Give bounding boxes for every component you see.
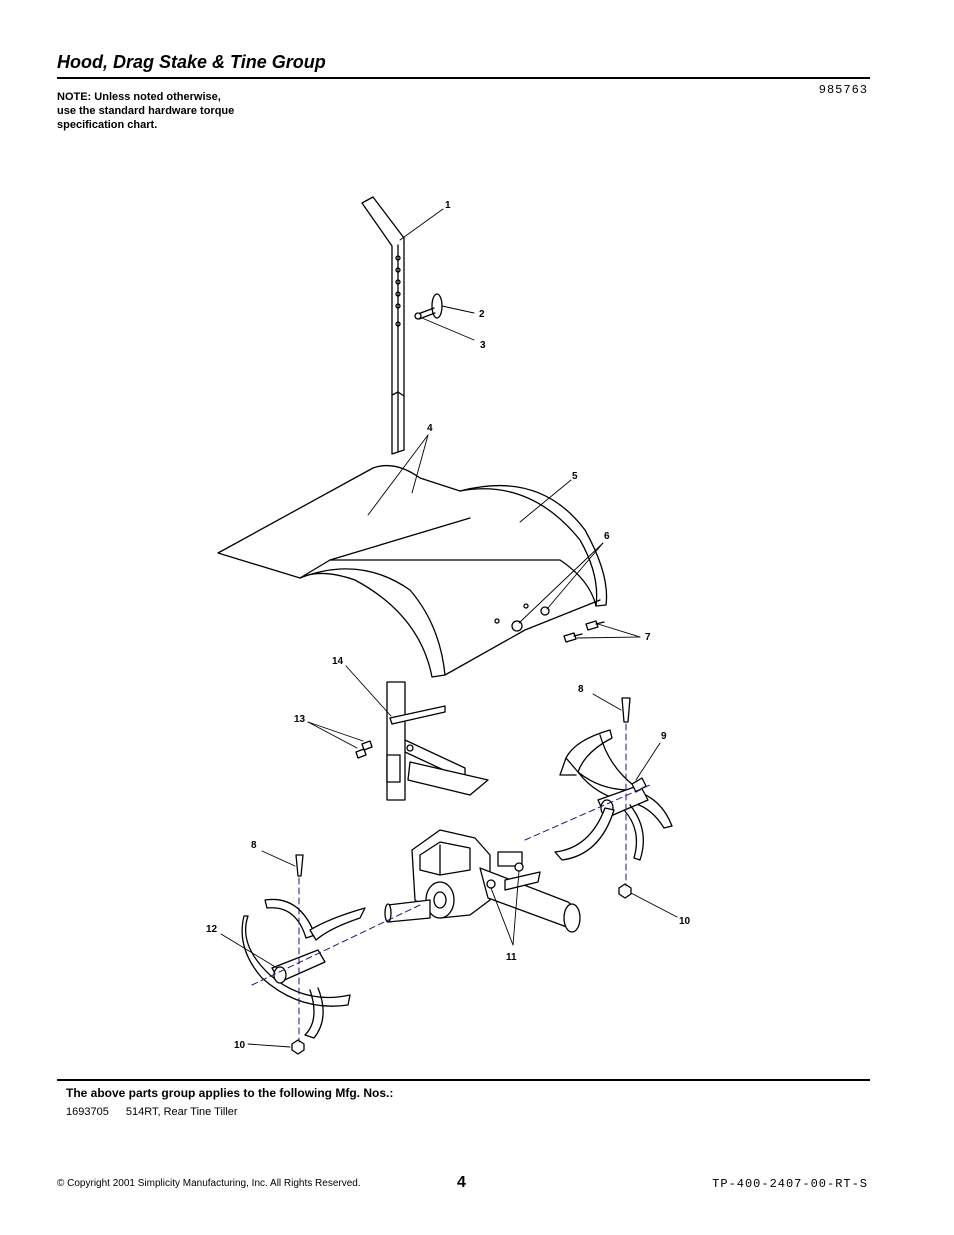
callout-8-left: 8 xyxy=(251,840,257,851)
drag-stake xyxy=(361,196,405,455)
callout-1: 1 xyxy=(445,200,451,211)
callout-14: 14 xyxy=(332,656,344,667)
title-rule xyxy=(57,77,870,79)
mfg-number: 1693705 xyxy=(66,1106,109,1118)
transmission-axle xyxy=(384,829,581,933)
callout-10-left: 10 xyxy=(234,1040,246,1051)
callout-10: 10 xyxy=(679,916,691,927)
axle-hardware xyxy=(486,862,541,891)
callout-8: 8 xyxy=(578,684,584,695)
hood-side-bolts xyxy=(563,620,605,643)
diagram-number: 985763 xyxy=(818,83,868,97)
document-code: TP-400-2407-00-RT-S xyxy=(712,1177,868,1191)
note-line: specification chart. xyxy=(57,119,158,131)
left-tine-assembly xyxy=(241,898,366,1039)
depth-bracket xyxy=(355,681,489,801)
page-number: 4 xyxy=(457,1174,466,1191)
copyright-notice: © Copyright 2001 Simplicity Manufacturin… xyxy=(57,1178,361,1189)
assembly-lines xyxy=(251,723,651,1043)
leader-lines xyxy=(220,208,678,1048)
callout-3: 3 xyxy=(480,340,486,351)
torque-note: NOTE: Unless noted otherwise, use the st… xyxy=(57,90,287,132)
mfg-description: 514RT, Rear Tine Tiller xyxy=(125,1106,238,1118)
callout-5: 5 xyxy=(572,471,578,482)
callout-2: 2 xyxy=(479,309,485,320)
note-line: NOTE: Unless noted otherwise, xyxy=(57,91,221,103)
tine-hood xyxy=(217,464,608,678)
mfg-row: 1693705 514RT, Rear Tine Tiller xyxy=(66,1106,238,1118)
callout-9: 9 xyxy=(661,731,667,742)
right-tine-assembly xyxy=(554,729,673,861)
applies-rule xyxy=(57,1079,870,1081)
callout-13: 13 xyxy=(294,714,306,725)
page-title: Hood, Drag Stake & Tine Group xyxy=(57,52,326,72)
callout-12: 12 xyxy=(206,924,218,935)
callout-6: 6 xyxy=(604,531,610,542)
callout-4: 4 xyxy=(427,423,433,434)
callout-11: 11 xyxy=(506,952,517,963)
callout-7: 7 xyxy=(645,632,651,643)
hitch-pin xyxy=(414,293,443,320)
applies-heading: The above parts group applies to the fol… xyxy=(66,1086,394,1100)
tine-hardware xyxy=(291,697,647,1055)
note-line: use the standard hardware torque xyxy=(57,105,235,117)
